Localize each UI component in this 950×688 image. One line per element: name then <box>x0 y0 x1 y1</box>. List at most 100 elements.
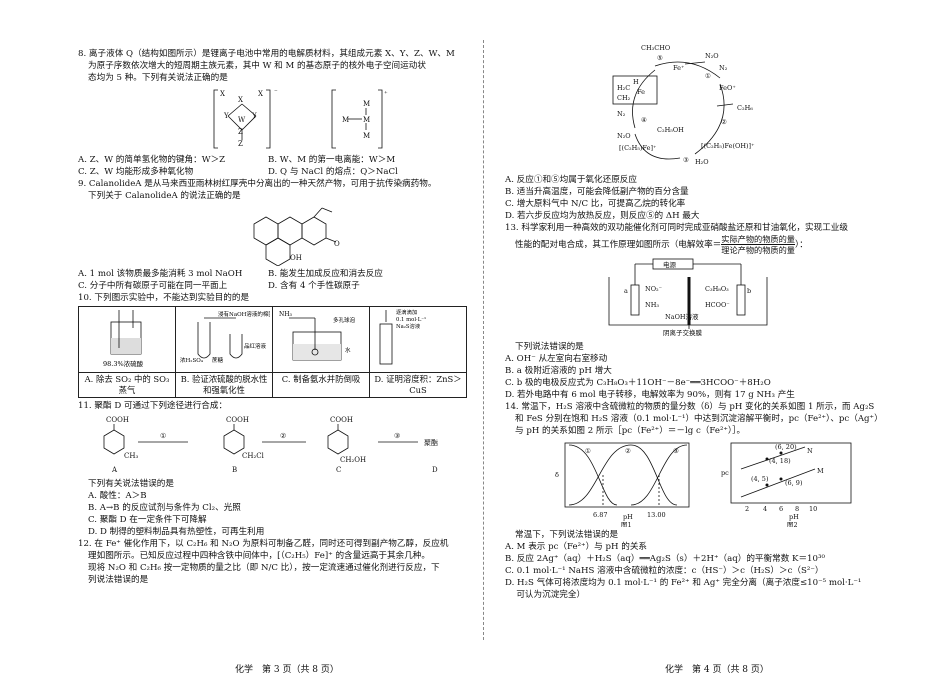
svg-text:Fe: Fe <box>637 88 645 96</box>
q12-option-c[interactable]: C. 增大原料气中 N/C 比，可提高乙烷的转化率 <box>505 199 686 209</box>
svg-text:M: M <box>342 116 349 124</box>
q14-stem-1: 14. 常温下，H₂S 溶液中含硫微粒的物质的量分数（δ）与 pH 变化的关系如… <box>505 402 875 412</box>
q10-cell-d[interactable]: D. 证明溶度积：ZnS＞CuS <box>369 372 467 398</box>
q14-graphs-svg: δ 6.87 13.00 pH 图1 ① ② ③ <box>555 442 852 529</box>
svg-text:OH: OH <box>290 254 302 262</box>
q13-option-a[interactable]: A. OH⁻ 从左室向右室移动 <box>505 354 608 364</box>
q13-cell-figure: 电源 a b NO₂⁻ NH₃ C₃H₈O₃ HCOO⁻ 阴离子交换膜 NaOH… <box>505 257 883 339</box>
q10-figure-a: 98.3%浓硫酸 <box>78 306 176 373</box>
q11-sub: 下列有关说法错误的是 <box>88 479 174 489</box>
q11-option-b[interactable]: B. A→B 的反应试剂与条件为 Cl₂、光照 <box>88 503 241 513</box>
svg-text:W: W <box>238 116 246 124</box>
svg-text:a: a <box>624 287 628 295</box>
q11-synthesis-figure: COOH COOH COOH CH₃ CH₂Cl CH₂OH ① ② ③ 聚酯 … <box>78 414 466 476</box>
right-page-footer: 化学 第 4 页（共 8 页） <box>665 665 769 675</box>
question-10: 10. 下列图示实验中，不能达到实验目的的是 98.3%浓硫酸 <box>78 292 467 398</box>
svg-text:pH: pH <box>789 513 799 521</box>
q13-option-c[interactable]: C. b 极的电极反应式为 C₃H₈O₃＋11OH⁻－8e⁻══3HCOO⁻＋8… <box>505 378 771 388</box>
svg-text:③: ③ <box>673 447 679 455</box>
svg-text:①: ① <box>585 447 591 455</box>
svg-text:品红溶液: 品红溶液 <box>244 342 267 350</box>
svg-text:多孔球泡: 多孔球泡 <box>333 316 356 324</box>
svg-text:(4, 5): (4, 5) <box>751 475 769 483</box>
q8-option-d[interactable]: D. Q 与 NaCl 的熔点：Q＞NaCl <box>268 167 398 177</box>
svg-text:图1: 图1 <box>621 521 632 527</box>
question-12: 12. 在 Fe⁺ 催化作用下，以 C₂H₆ 和 N₂O 为原料可制备乙醛，同时… <box>78 538 466 586</box>
svg-text:δ: δ <box>555 471 559 479</box>
q8-option-c[interactable]: C. Z、W 均能形成多种氧化物 <box>78 167 194 177</box>
q14-option-a[interactable]: A. M 表示 pc（Fe²⁺）与 pH 的关系 <box>505 542 648 552</box>
q14-figures: δ 6.87 13.00 pH 图1 ① ② ③ <box>505 439 883 529</box>
svg-text:C: C <box>336 466 341 474</box>
svg-text:⁻: ⁻ <box>274 88 278 96</box>
svg-text:⁺: ⁺ <box>384 90 388 98</box>
svg-text:Na₂S溶液: Na₂S溶液 <box>396 322 421 330</box>
q9-option-c[interactable]: C. 分子中所有碳原子可能在同一平面上 <box>78 281 228 291</box>
q12-option-d[interactable]: D. 若六步反应均为放热反应，则反应⑤的 ΔH 最大 <box>505 211 700 221</box>
q14-option-b[interactable]: B. 反应 2Ag⁺（aq）＋H₂S（aq）══Ag₂S（s）＋2H⁺（aq）的… <box>505 554 825 564</box>
fig1-curve-2 <box>568 444 678 506</box>
q13-option-b[interactable]: B. a 极附近溶液的 pH 增大 <box>505 366 612 376</box>
svg-text:(6, 20): (6, 20) <box>775 443 797 451</box>
svg-text:FeO⁺: FeO⁺ <box>719 84 736 92</box>
svg-text:M: M <box>363 100 370 108</box>
q8-option-a[interactable]: A. Z、W 的简单氢化物的键角：W＞Z <box>78 155 226 165</box>
q14-option-d[interactable]: D. H₂S 气体可将浓度均为 0.1 mol·L⁻¹ 的 Fe²⁺ 和 Ag⁺… <box>505 578 862 588</box>
svg-text:逐滴滴加: 逐滴滴加 <box>396 308 417 316</box>
svg-text:COOH: COOH <box>106 416 129 424</box>
svg-text:0.1 mol·L⁻¹: 0.1 mol·L⁻¹ <box>396 317 426 323</box>
q10-figure-c: NH₃ 多孔球泡 水 <box>272 306 370 373</box>
svg-text:4: 4 <box>763 505 767 513</box>
q9-option-d[interactable]: D. 含有 4 个手性碳原子 <box>268 281 360 291</box>
svg-text:②: ② <box>625 447 631 455</box>
q11-stem: 11. 聚酯 D 可通过下列途径进行合成： <box>78 401 228 411</box>
q13-sub: 下列说法错误的是 <box>515 342 584 352</box>
question-14: 14. 常温下，H₂S 溶液中含硫微粒的物质的量分数（δ）与 pH 变化的关系如… <box>505 401 883 601</box>
svg-text:N₂O: N₂O <box>705 52 719 60</box>
svg-text:pH: pH <box>623 513 633 521</box>
svg-text:D: D <box>432 466 438 474</box>
svg-text:X: X <box>258 90 263 98</box>
svg-text:图2: 图2 <box>787 521 798 527</box>
q8-stem-3: 态均为 5 种。下列有关说法正确的是 <box>88 73 228 83</box>
svg-text:阴离子交换膜: 阴离子交换膜 <box>663 328 703 337</box>
svg-text:Y: Y <box>251 112 257 120</box>
q11-route-svg: COOH COOH COOH CH₃ CH₂Cl CH₂OH ① ② ③ 聚酯 … <box>103 416 438 474</box>
question-11: 11. 聚酯 D 可通过下列途径进行合成： COOH COOH COOH CH₃… <box>78 400 466 538</box>
svg-text:M: M <box>363 116 370 124</box>
q9-option-b[interactable]: B. 能发生加成反应和消去反应 <box>268 269 383 279</box>
svg-text:CH₃: CH₃ <box>124 452 138 460</box>
q13-option-d[interactable]: D. 若外电路中有 6 mol 电子转移，电解效率为 90%，则有 17 g N… <box>505 390 795 400</box>
q11-option-d[interactable]: D. D 制得的塑料制品具有热塑性，可再生利用 <box>88 527 265 537</box>
svg-text:6: 6 <box>779 505 783 513</box>
svg-text:C₂H₆: C₂H₆ <box>737 104 753 112</box>
q10-stem: 10. 下列图示实验中，不能达到实验目的的是 <box>78 293 250 303</box>
q9-option-a[interactable]: A. 1 mol 该物质最多能消耗 3 mol NaOH <box>78 269 243 279</box>
svg-text:8: 8 <box>795 505 799 513</box>
svg-text:Fe⁺: Fe⁺ <box>673 64 684 72</box>
q13-electrolysis-svg: 电源 a b NO₂⁻ NH₃ C₃H₈O₃ HCOO⁻ 阴离子交换膜 NaOH… <box>608 258 768 337</box>
svg-text:N₂: N₂ <box>719 64 728 72</box>
q12-option-b[interactable]: B. 适当升高温度，可能会降低副产物的百分含量 <box>505 187 689 197</box>
svg-text:Z: Z <box>238 128 243 136</box>
svg-text:电源: 电源 <box>663 260 677 269</box>
q10-cell-a[interactable]: A. 除去 SO₂ 中的 SO₃ 蒸气 <box>78 372 176 398</box>
q12-mechanism-figure: CH₃CHO Fe⁺ N₂O N₂ FeO⁺ C₂H₆ C₂H₅OH N₂O N… <box>505 44 883 172</box>
q9-stem-1: 9. CalanolideA 是从马来西亚雨林树红厚壳中分离出的一种天然产物，可… <box>78 179 437 189</box>
q8-option-b[interactable]: B. W、M 的第一电离能：W＞M <box>268 155 396 165</box>
q10-cell-c[interactable]: C. 制备氨水并防倒吸 <box>272 372 370 398</box>
svg-text:CH₂: CH₂ <box>617 94 631 102</box>
q12-option-a[interactable]: A. 反应①和⑤均属于氧化还原反应 <box>505 175 637 185</box>
svg-text:(6, 9): (6, 9) <box>785 479 803 487</box>
svg-text:C₂H₅OH: C₂H₅OH <box>657 126 684 134</box>
q11-option-c[interactable]: C. 聚酯 D 在一定条件下可降解 <box>88 515 207 525</box>
q14-option-c[interactable]: C. 0.1 mol·L⁻¹ NaHS 溶液中含硫微粒的浓度：c（HS⁻）＞c（… <box>505 566 824 576</box>
svg-text:A: A <box>111 466 118 474</box>
svg-text:NaOH溶液: NaOH溶液 <box>665 312 699 321</box>
svg-text:聚酯: 聚酯 <box>424 439 438 447</box>
q10-cell-b[interactable]: B. 验证浓硫酸的脱水性和强氧化性 <box>175 372 273 398</box>
q8-stem-1: 8. 离子液体 Q（结构如图所示）是锂离子电池中常用的电解质材料，其组成元素 X… <box>78 49 455 59</box>
q11-option-a[interactable]: A. 酸性：A＞B <box>88 491 147 501</box>
